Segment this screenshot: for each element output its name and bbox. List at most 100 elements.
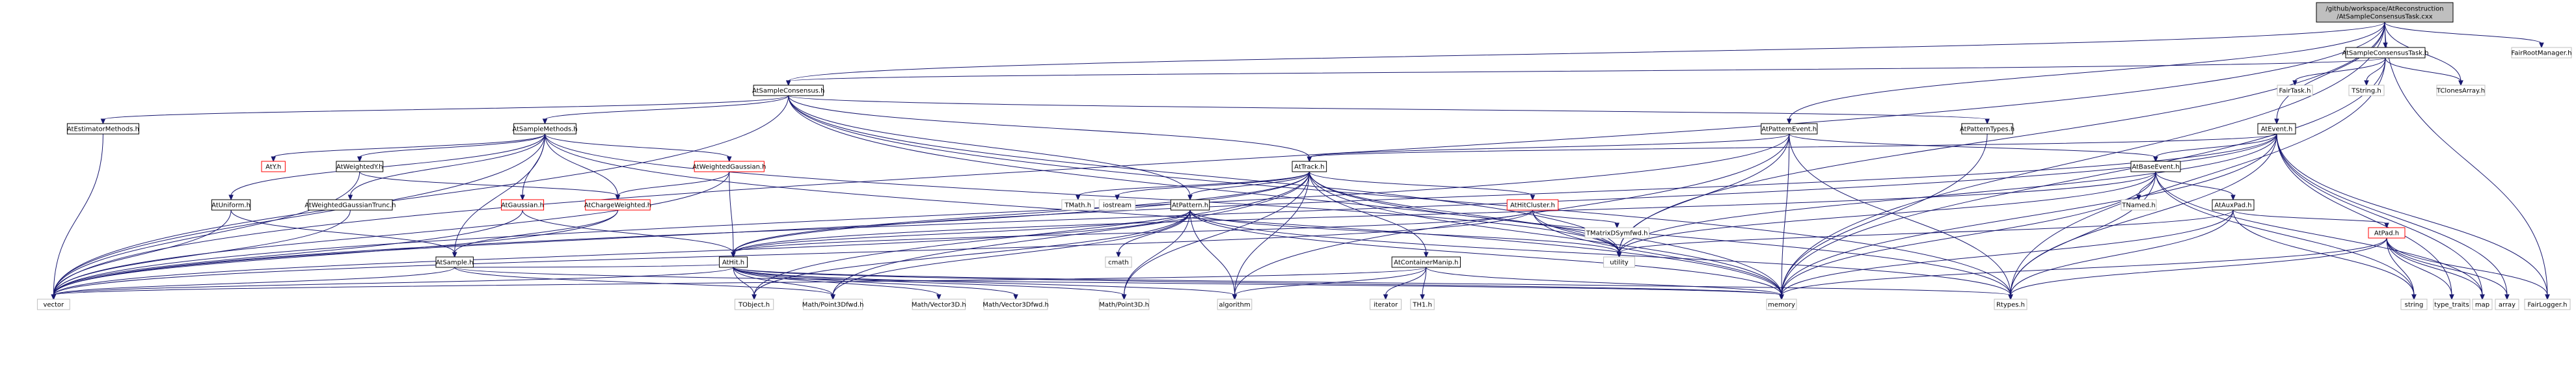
node-box-th1[interactable] (1410, 299, 1435, 310)
node-fairtask[interactable]: FairTask.h (2277, 85, 2313, 96)
node-box-fairtask[interactable] (2277, 85, 2313, 96)
node-tmath[interactable]: TMath.h (1061, 199, 1095, 211)
node-auxpad[interactable]: AtAuxPad.h (2212, 199, 2255, 211)
node-box-array[interactable] (2495, 299, 2519, 310)
node-pattern[interactable]: AtPattern.h (1170, 199, 1210, 211)
node-box-atevent[interactable] (2257, 123, 2296, 135)
node-box-fairlogger[interactable] (2524, 299, 2571, 310)
node-box-containermanip[interactable] (1391, 256, 1461, 268)
node-patternevent[interactable]: AtPatternEvent.h (1761, 123, 1818, 135)
node-cmath[interactable]: cmath (1105, 256, 1132, 268)
node-box-pattern[interactable] (1170, 199, 1210, 211)
node-fairrootmanager[interactable]: FairRootManager.h (2511, 47, 2572, 59)
node-box-hitcluster[interactable] (1506, 199, 1559, 211)
node-hitcluster[interactable]: AtHitCluster.h (1506, 199, 1559, 211)
node-box-vector3dfwd[interactable] (983, 299, 1048, 310)
node-point3d[interactable]: Math/Point3D.h (1098, 299, 1150, 310)
node-tmatrix[interactable]: TMatrixDSymfwd.h (1584, 227, 1649, 239)
node-fairlogger[interactable]: FairLogger.h (2524, 299, 2571, 310)
node-typetraits[interactable]: type_traits (2433, 299, 2471, 310)
node-tstring[interactable]: TString.h (2348, 85, 2385, 96)
node-rtypes[interactable]: Rtypes.h (1994, 299, 2027, 310)
node-box-point3d[interactable] (1098, 299, 1150, 310)
node-tnamed[interactable]: TNamed.h (2121, 199, 2157, 211)
node-box-map[interactable] (2472, 299, 2493, 310)
node-athit[interactable]: AtHit.h (718, 256, 748, 268)
node-wgtrunc[interactable]: AtWeightedGaussianTrunc.h (305, 199, 396, 211)
node-box-root[interactable] (2316, 2, 2454, 23)
node-iterator[interactable]: iterator (1370, 299, 1402, 310)
node-weightedgauss[interactable]: AtWeightedGaussian.h (692, 161, 766, 172)
node-root[interactable]: /github/workspace/AtReconstruction/AtSam… (2316, 2, 2454, 23)
node-box-tstring[interactable] (2348, 85, 2385, 96)
node-iostream[interactable]: iostream (1098, 199, 1136, 211)
node-box-estimator[interactable] (66, 123, 139, 135)
node-box-tmatrix[interactable] (1584, 227, 1649, 239)
node-aty[interactable]: AtY.h (261, 161, 286, 172)
node-uniform[interactable]: AtUniform.h (211, 199, 251, 211)
node-patterntypes[interactable]: AtPatternTypes.h (1960, 123, 2014, 135)
node-box-uniform[interactable] (211, 199, 251, 211)
node-th1[interactable]: TH1.h (1410, 299, 1435, 310)
node-box-rtypes[interactable] (1994, 299, 2027, 310)
node-vector[interactable]: vector (36, 299, 70, 310)
node-box-auxpad[interactable] (2212, 199, 2255, 211)
node-weightedy[interactable]: AtWeightedY.h (336, 161, 384, 172)
node-samplemethods[interactable]: AtSampleMethods.h (512, 123, 578, 135)
node-utility[interactable]: utility (1603, 256, 1635, 268)
node-box-point3dfwd[interactable] (803, 299, 863, 310)
node-atevent[interactable]: AtEvent.h (2257, 123, 2296, 135)
node-baseevent[interactable]: AtBaseEvent.h (2130, 161, 2181, 172)
node-map[interactable]: map (2472, 299, 2493, 310)
node-box-algorithm[interactable] (1217, 299, 1253, 310)
node-box-tclones[interactable] (2436, 85, 2486, 96)
node-atsample[interactable]: AtSample.h (435, 256, 474, 268)
node-box-patternevent[interactable] (1761, 123, 1818, 135)
node-box-memory[interactable] (1766, 299, 1797, 310)
node-samplecons[interactable]: AtSampleConsensus.h (752, 85, 825, 96)
node-box-iostream[interactable] (1098, 199, 1136, 211)
node-point3dfwd[interactable]: Math/Point3Dfwd.h (802, 299, 864, 310)
node-tobject[interactable]: TObject.h (734, 299, 774, 310)
node-box-tnamed[interactable] (2121, 199, 2157, 211)
node-box-iterator[interactable] (1370, 299, 1402, 310)
node-box-track[interactable] (1292, 161, 1327, 172)
node-track[interactable]: AtTrack.h (1292, 161, 1327, 172)
node-containermanip[interactable]: AtContainerManip.h (1391, 256, 1461, 268)
node-box-samplecons[interactable] (753, 85, 824, 96)
node-vector3d[interactable]: Math/Vector3D.h (912, 299, 966, 310)
node-box-patterntypes[interactable] (1961, 123, 2013, 135)
node-box-vector3d[interactable] (912, 299, 966, 310)
node-box-athit[interactable] (718, 256, 748, 268)
node-tclones[interactable]: TClonesArray.h (2436, 85, 2486, 96)
node-box-tmath[interactable] (1061, 199, 1095, 211)
node-box-string[interactable] (2400, 299, 2428, 310)
node-sctask_h[interactable]: AtSampleConsensusTask.h (2342, 47, 2429, 59)
node-vector3dfwd[interactable]: Math/Vector3Dfwd.h (983, 299, 1049, 310)
node-box-atpad[interactable] (2368, 227, 2406, 239)
node-box-typetraits[interactable] (2433, 299, 2471, 310)
node-atpad[interactable]: AtPad.h (2368, 227, 2406, 239)
node-algorithm[interactable]: algorithm (1217, 299, 1253, 310)
node-memory[interactable]: memory (1766, 299, 1797, 310)
node-box-weightedy[interactable] (336, 161, 384, 172)
node-string[interactable]: string (2400, 299, 2428, 310)
node-box-fairrootmanager[interactable] (2511, 47, 2572, 59)
node-array[interactable]: array (2495, 299, 2519, 310)
node-box-baseevent[interactable] (2130, 161, 2181, 172)
node-box-atsample[interactable] (435, 256, 474, 268)
node-box-utility[interactable] (1603, 256, 1635, 268)
node-box-gaussian[interactable] (500, 199, 545, 211)
node-box-cmath[interactable] (1105, 256, 1132, 268)
node-box-samplemethods[interactable] (513, 123, 576, 135)
node-box-weightedgauss[interactable] (694, 161, 765, 172)
node-gaussian[interactable]: AtGaussian.h (500, 199, 545, 211)
node-box-tobject[interactable] (734, 299, 774, 310)
node-box-chargew[interactable] (585, 199, 651, 211)
node-box-vector[interactable] (36, 299, 70, 310)
node-box-sctask_h[interactable] (2345, 47, 2426, 59)
node-estimator[interactable]: AtEstimatorMethods.h (66, 123, 139, 135)
node-box-wgtrunc[interactable] (308, 199, 393, 211)
node-box-aty[interactable] (261, 161, 286, 172)
node-chargew[interactable]: AtChargeWeighted.h (584, 199, 651, 211)
